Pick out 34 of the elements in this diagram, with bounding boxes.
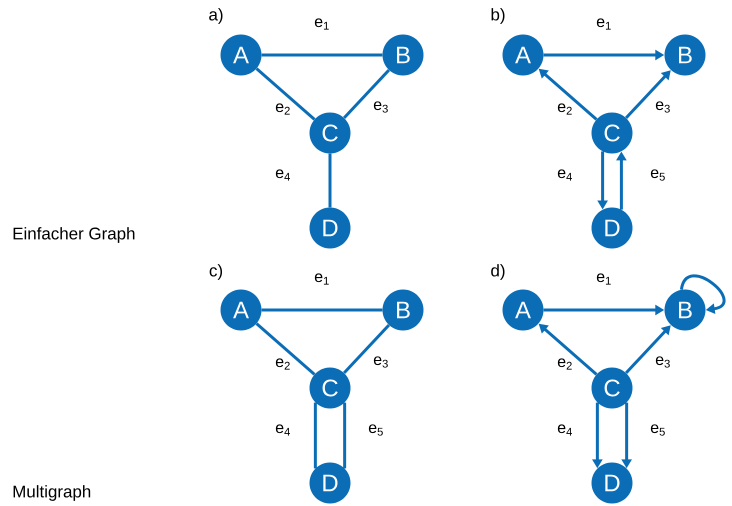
edge-line bbox=[343, 69, 390, 119]
edge-label: e$_{1}$ bbox=[313, 17, 331, 31]
edge-label: e$_{4}$ bbox=[556, 423, 574, 437]
graph-type-label: Multigraph bbox=[14, 485, 90, 501]
edge-label: e$_{4}$ bbox=[556, 168, 574, 182]
edge-label: e$_{5}$ bbox=[649, 168, 667, 182]
edge-line bbox=[256, 68, 316, 120]
edge-line bbox=[328, 154, 332, 208]
edge-label: e$_{1}$ bbox=[313, 272, 331, 286]
edge-label: e$_{1}$ bbox=[595, 17, 613, 31]
edge-label: e$_{5}$ bbox=[367, 423, 385, 437]
edge-line bbox=[343, 324, 390, 374]
edge-label: e$_{2}$ bbox=[274, 102, 292, 116]
edge-label: e$_{4}$ bbox=[274, 168, 292, 182]
edge-label: e$_{3}$ bbox=[654, 100, 672, 114]
edge-label: e$_{2}$ bbox=[274, 357, 292, 371]
panel-label: a) bbox=[209, 8, 222, 24]
edge-line bbox=[256, 322, 316, 376]
panel-label: b) bbox=[492, 8, 504, 24]
graph-type-label: Einfacher Graph bbox=[14, 227, 134, 243]
edge-label: e$_{3}$ bbox=[654, 355, 672, 369]
edge-label: e$_{5}$ bbox=[649, 423, 667, 437]
edge-label: e$_{4}$ bbox=[274, 423, 292, 437]
edge-label: e$_{1}$ bbox=[595, 272, 613, 286]
edge-line bbox=[314, 402, 317, 468]
edge-line bbox=[262, 308, 382, 312]
edge-line bbox=[343, 402, 346, 468]
edge-label: e$_{2}$ bbox=[556, 357, 574, 371]
panel-label: c) bbox=[210, 264, 222, 280]
edge-line bbox=[262, 54, 382, 56]
panel-label: d) bbox=[491, 264, 504, 280]
edge-label: e$_{3}$ bbox=[372, 100, 390, 114]
edge-label: e$_{3}$ bbox=[372, 355, 390, 369]
edge-label: e$_{2}$ bbox=[556, 102, 574, 116]
